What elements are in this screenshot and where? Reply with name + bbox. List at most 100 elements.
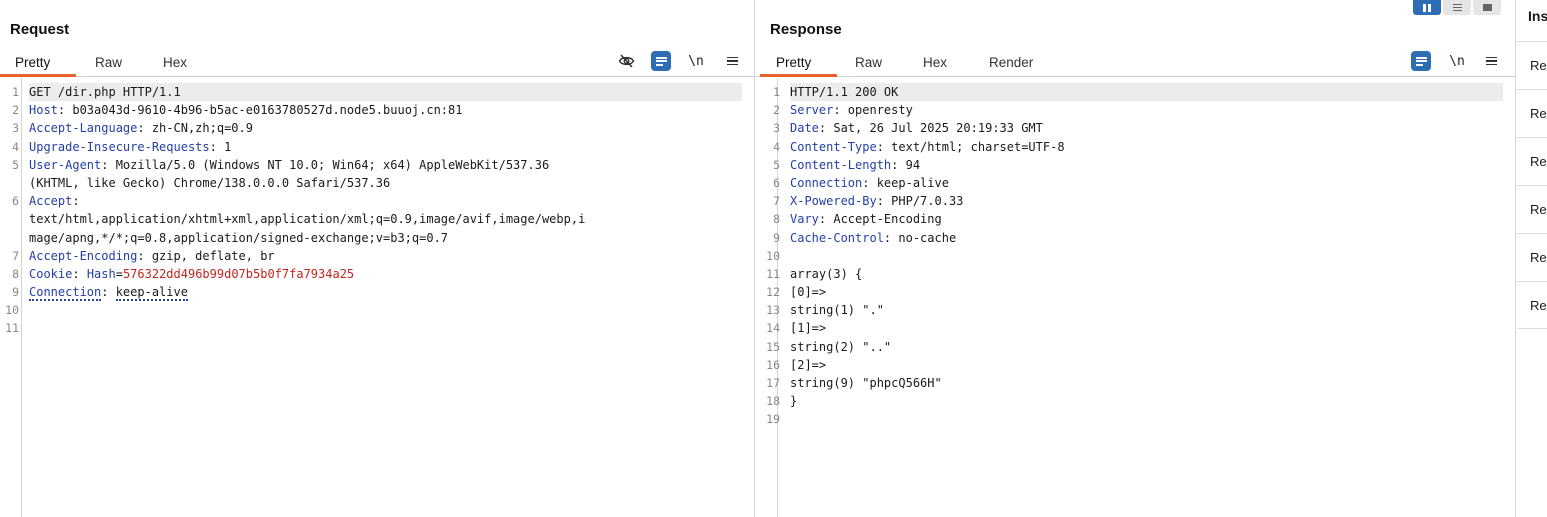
header-value: HTTP/1.1 200 OK	[790, 85, 899, 99]
header-name: Accept-Encoding	[29, 248, 138, 263]
code-line[interactable]: 2 Server: openresty	[773, 101, 1503, 119]
line-number: 15	[766, 339, 780, 354]
newline-toggle[interactable]: \n	[688, 53, 704, 69]
code-line[interactable]: 1 HTTP/1.1 200 OK	[773, 83, 1503, 102]
line-number: 2	[12, 103, 19, 118]
code-line[interactable]: 12[0]=>	[766, 283, 1503, 301]
header-value: : openresty	[833, 103, 913, 118]
code-line[interactable]: 16[2]=>	[766, 356, 1503, 374]
inspector-title: Ins	[1528, 8, 1547, 24]
header-name: Host	[29, 103, 58, 118]
response-title: Response	[770, 21, 842, 38]
tab-raw[interactable]: Raw	[855, 55, 883, 70]
header-value: :	[72, 266, 87, 281]
line-number: 9	[773, 230, 780, 245]
code-line[interactable]: 10	[5, 301, 742, 319]
wrap-lines-icon[interactable]	[1410, 50, 1432, 72]
line-number: 17	[766, 376, 780, 390]
line-number: 7	[773, 194, 780, 209]
code-line[interactable]: mage/apng,*/*;q=0.8,application/signed-e…	[29, 229, 742, 247]
line-number: 2	[773, 103, 780, 118]
header-value: [0]=>	[790, 285, 827, 300]
split-rows-icon[interactable]	[1443, 0, 1471, 15]
header-value: }	[790, 394, 798, 409]
line-number: 8	[12, 266, 19, 281]
tab-pretty[interactable]: Pretty	[15, 55, 51, 70]
code-line[interactable]: text/html,application/xhtml+xml,applicat…	[29, 210, 742, 228]
inspector-row[interactable]: Re	[1517, 41, 1547, 89]
code-line[interactable]: 14[1]=>	[766, 319, 1503, 337]
code-line[interactable]: (KHTML, like Gecko) Chrome/138.0.0.0 Saf…	[29, 174, 742, 192]
header-value: 576322dd496b99d07b5b0f7fa7934a25	[122, 266, 355, 281]
header-name: Server	[790, 103, 834, 118]
code-line[interactable]: 18}	[766, 392, 1503, 410]
line-number-gutter	[756, 78, 778, 517]
line-number: 7	[12, 248, 19, 263]
header-value: : zh-CN,zh;q=0.9	[137, 121, 253, 136]
split-columns-icon[interactable]	[1413, 0, 1441, 15]
line-number: 8	[773, 212, 780, 227]
tab-raw[interactable]: Raw	[95, 55, 123, 70]
eye-slash-icon[interactable]	[616, 50, 636, 72]
hamburger-menu-icon[interactable]	[726, 50, 738, 72]
inspector-row[interactable]: Re	[1517, 233, 1547, 281]
inspector-row[interactable]: Re	[1517, 137, 1547, 185]
tab-pretty[interactable]: Pretty	[776, 55, 812, 70]
header-value: : no-cache	[883, 230, 957, 245]
line-number: 1	[773, 85, 780, 99]
header-value: :	[101, 285, 116, 300]
response-pane: Response Pretty Raw Hex Render \n 1 HTTP/…	[756, 0, 1516, 517]
header-value: [2]=>	[790, 357, 827, 372]
line-number: 3	[12, 121, 19, 136]
header-name: Cookie	[29, 266, 73, 281]
header-name: Content-Type	[790, 139, 877, 154]
inspector-row[interactable]: Re	[1517, 89, 1547, 137]
tab-hex[interactable]: Hex	[923, 55, 948, 70]
code-line[interactable]: 10	[766, 247, 1503, 265]
header-value: =	[115, 266, 123, 281]
code-line[interactable]: 19	[766, 410, 1503, 428]
inspector-row[interactable]: Re	[1517, 281, 1547, 329]
line-number: 11	[766, 266, 780, 281]
hamburger-menu-icon[interactable]	[1485, 50, 1497, 72]
tab-render[interactable]: Render	[989, 55, 1034, 70]
wrap-lines-icon[interactable]	[650, 50, 672, 72]
tab-hex[interactable]: Hex	[163, 55, 188, 70]
line-number: 3	[773, 121, 780, 136]
newline-toggle[interactable]: \n	[1449, 53, 1465, 69]
header-value: mage/apng,*/*;q=0.8,application/signed-e…	[29, 230, 449, 245]
header-value: text/html,application/xhtml+xml,applicat…	[29, 212, 586, 227]
header-value: : Mozilla/5.0 (Windows NT 10.0; Win64; x…	[101, 157, 550, 172]
inspector-pane: Ins Re Re Re Re Re Re	[1517, 0, 1547, 517]
line-number: 4	[773, 139, 780, 154]
single-pane-icon[interactable]	[1473, 0, 1501, 15]
header-name: Content-Length	[790, 157, 892, 172]
inspector-row[interactable]: Re	[1517, 185, 1547, 233]
code-line[interactable]: 11	[5, 319, 742, 337]
